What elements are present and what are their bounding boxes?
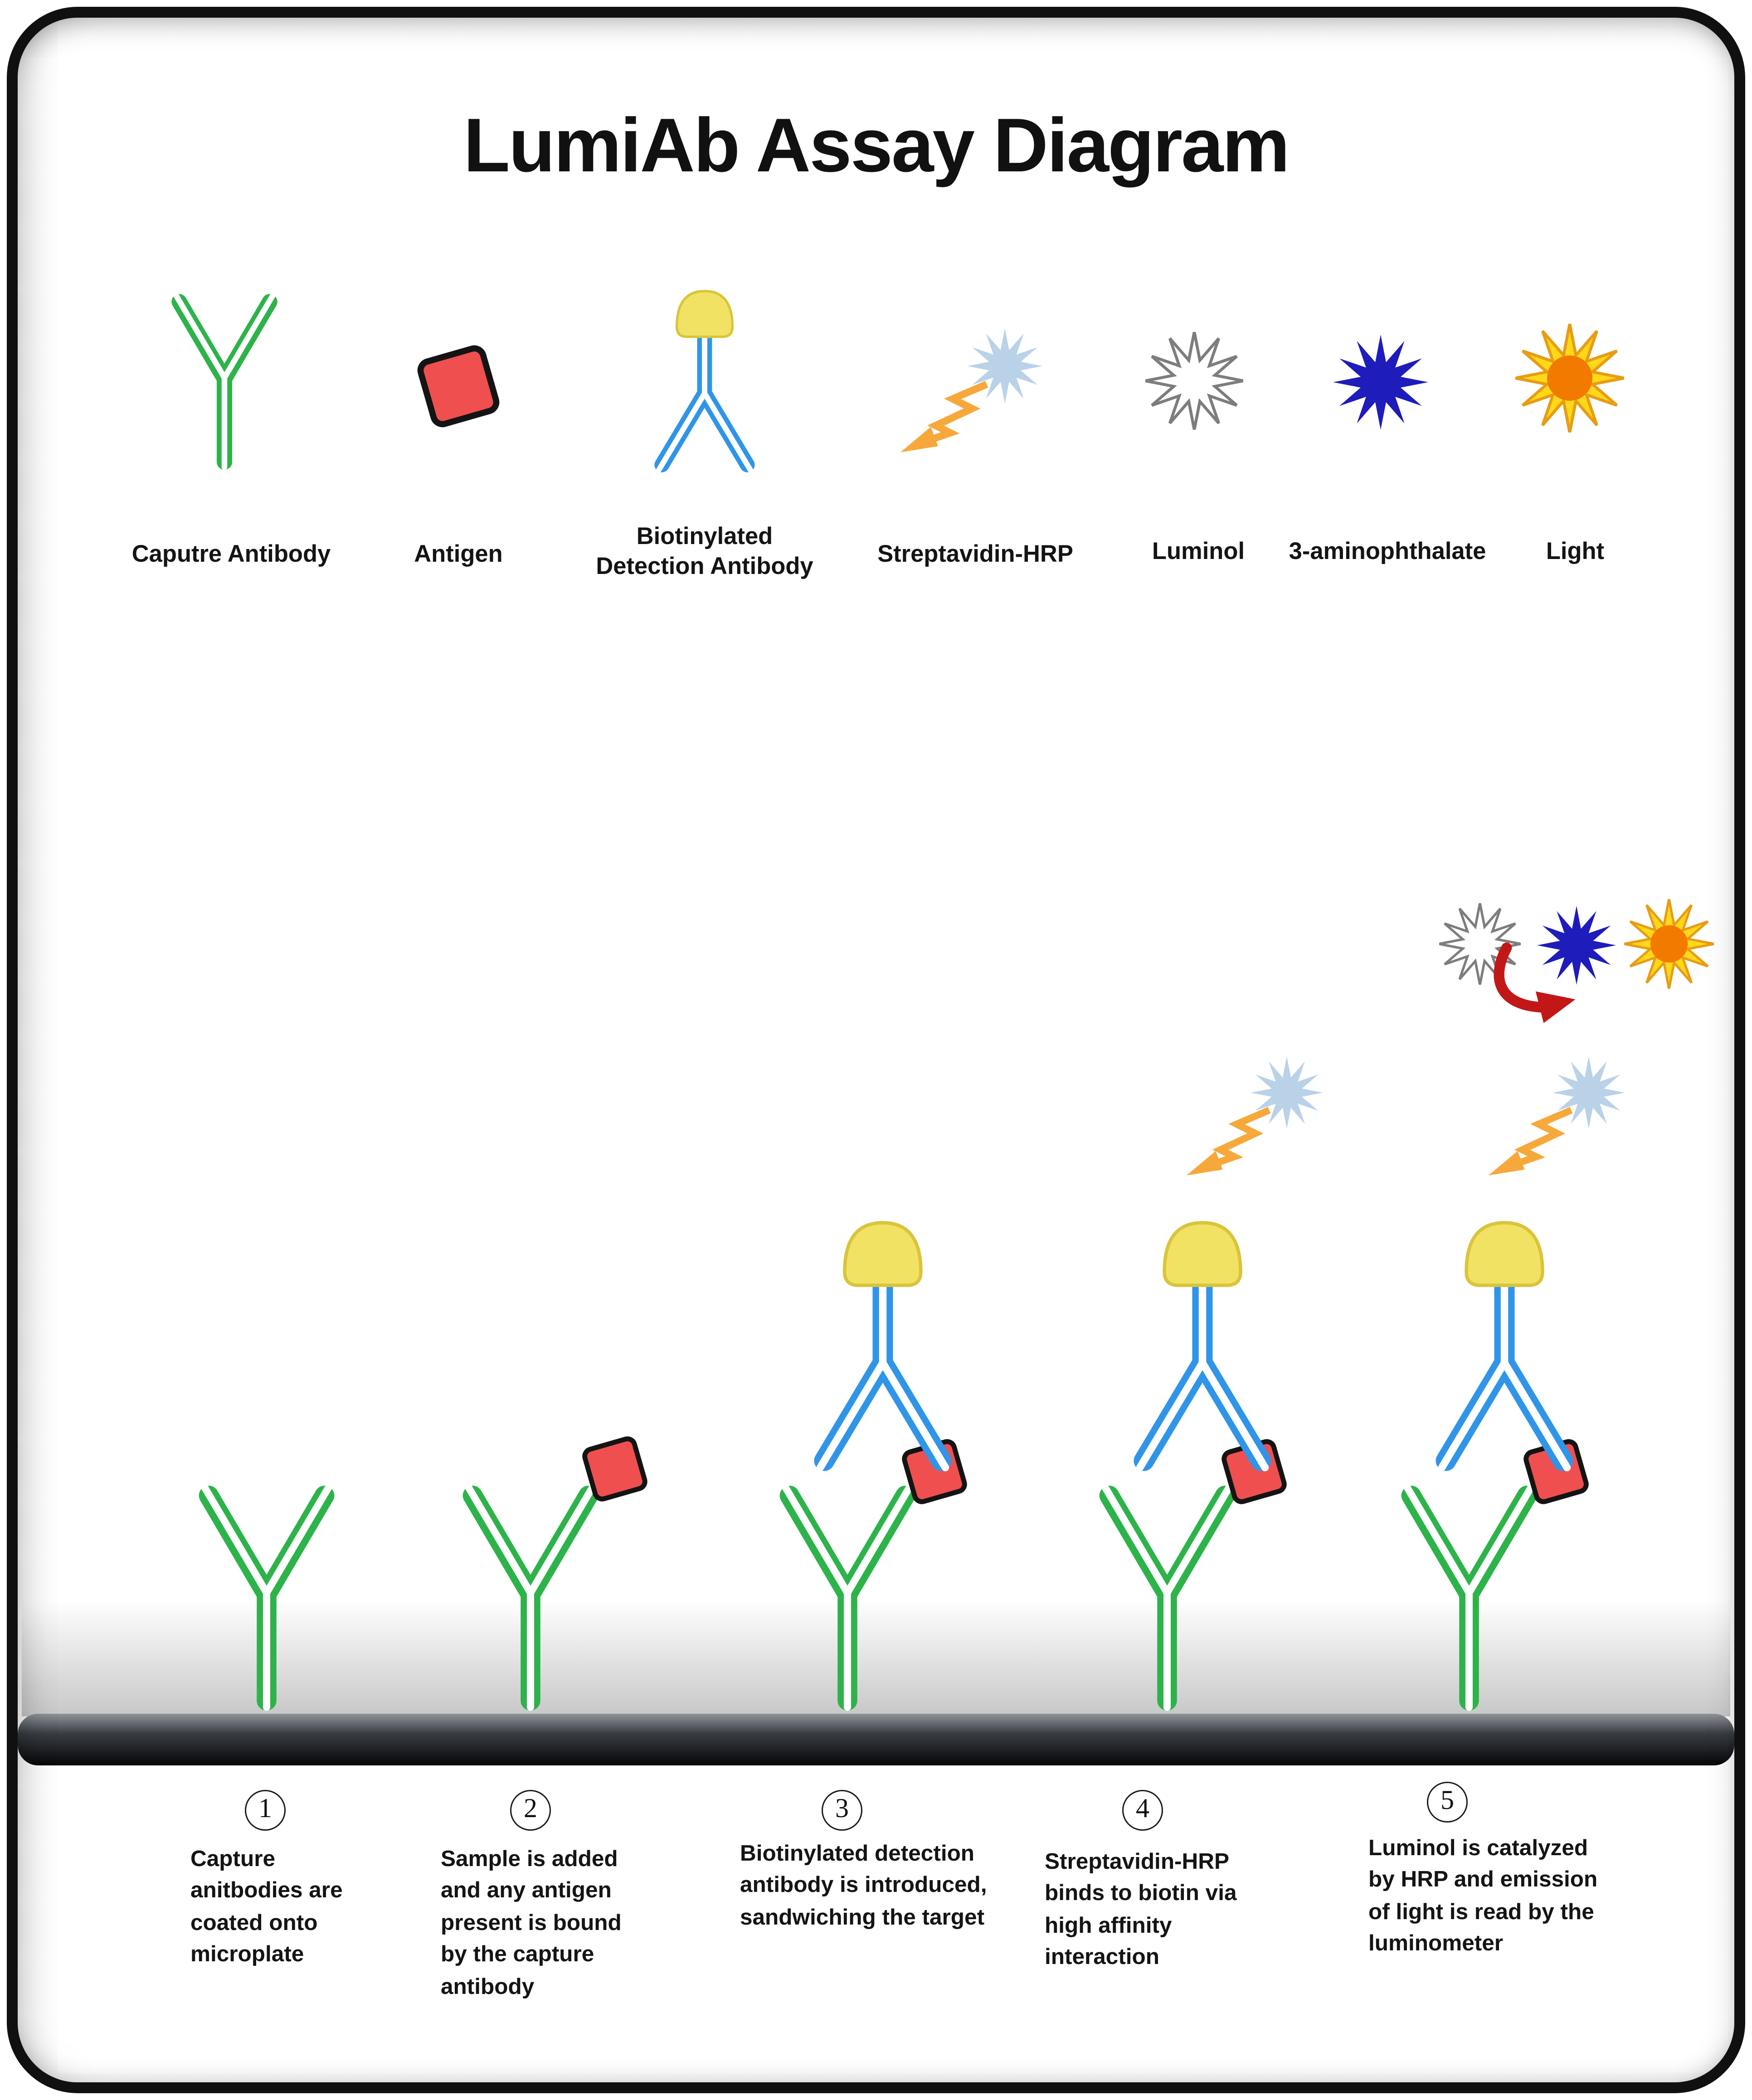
step4-caption: Streptavidin-HRP binds to biotin via hig… [1045, 1850, 1237, 1970]
legend-label-light: Light [1546, 537, 1605, 564]
legend-label-detection-antibody: Biotinylated Detection Antibody [585, 521, 824, 581]
step2-number-badge: 2 [510, 1790, 551, 1831]
step4-number-badge: 4 [1122, 1790, 1163, 1831]
legend-label-capture-antibody: Caputre Antibody [131, 540, 331, 567]
step2-caption: Sample is added and any antigen present … [441, 1847, 622, 1999]
plate-shadow-gradient [22, 1599, 1730, 1716]
diagram-frame [7, 7, 1745, 2093]
legend-label-antigen: Antigen [414, 540, 503, 567]
legend-label-line1: Biotinylated [636, 522, 773, 549]
step3-caption: Biotinylated detection antibody is intro… [740, 1842, 987, 1930]
step3-number-badge: 3 [822, 1790, 862, 1831]
legend-label-line2: Detection Antibody [596, 552, 813, 580]
microplate-surface [18, 1714, 1734, 1765]
legend-label-streptavidin-hrp: Streptavidin-HRP [877, 540, 1073, 567]
legend-label-aminophthalate: 3-aminophthalate [1289, 537, 1486, 564]
page-title: LumiAb Assay Diagram [463, 102, 1290, 188]
step5-number-badge: 5 [1427, 1782, 1468, 1823]
legend-label-luminol: Luminol [1152, 537, 1245, 564]
step1-caption: Capture anitbodies are coated onto micro… [190, 1847, 343, 1967]
step5-caption: Luminol is catalyzed by HRP and emission… [1368, 1836, 1598, 1956]
step1-number-badge: 1 [245, 1790, 286, 1831]
